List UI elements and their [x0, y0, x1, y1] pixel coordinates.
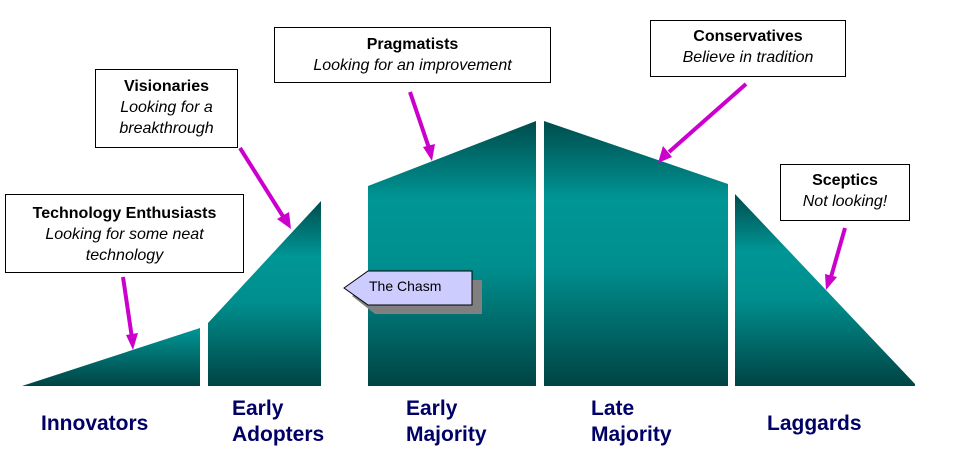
callout-title: Conservatives	[693, 28, 803, 45]
arrow-early-majority	[408, 91, 435, 161]
segment-laggards-shape	[735, 194, 915, 386]
segment-label-early-majority: Early Majority	[406, 396, 487, 448]
chasm-label: The Chasm	[369, 278, 442, 294]
segment-label-line: Majority	[591, 423, 672, 446]
arrow-innovators	[121, 276, 138, 350]
callout-title: Visionaries	[123, 78, 210, 95]
callout-subtitle: technology	[85, 247, 164, 264]
callout-subtitle: Looking for a	[120, 99, 213, 116]
callout-subtitle: breakthrough	[119, 120, 214, 137]
chasm-tag-body	[343, 270, 473, 306]
arrow-early-adopters	[238, 146, 291, 229]
segment-label-line: Late	[591, 397, 635, 420]
segment-label-innovators: Innovators	[41, 411, 148, 437]
arrow-laggards	[825, 227, 847, 290]
segment-early-majority-shape	[368, 121, 536, 386]
segment-label-late-majority: Late Majority	[591, 396, 672, 448]
segment-innovators-shape	[22, 328, 200, 386]
segment-label-line: Innovators	[41, 412, 149, 435]
segment-label-line: Early	[406, 397, 458, 420]
callout-conservatives: Conservatives Believe in tradition	[650, 20, 846, 77]
callout-technology-enthusiasts: Technology Enthusiasts Looking for some …	[5, 194, 244, 273]
segment-label-line: Adopters	[232, 423, 325, 446]
callout-title: Pragmatists	[366, 36, 459, 53]
callout-subtitle: Not looking!	[802, 193, 888, 210]
segment-label-early-adopters: Early Adopters	[232, 396, 324, 448]
segment-label-line: Majority	[406, 423, 487, 446]
segment-late-majority-shape	[544, 121, 728, 386]
arrow-late-majority	[658, 82, 748, 163]
callout-title: Sceptics	[812, 172, 878, 189]
segment-label-line: Laggards	[767, 412, 862, 435]
segment-label-laggards: Laggards	[767, 411, 862, 437]
segment-early-adopters-shape	[208, 201, 321, 386]
callout-title: Technology Enthusiasts	[32, 205, 217, 222]
callout-subtitle: Looking for some neat	[45, 226, 204, 243]
callout-subtitle: Looking for an improvement	[313, 57, 512, 74]
callout-sceptics: Sceptics Not looking!	[780, 164, 910, 221]
callout-subtitle: Believe in tradition	[682, 49, 814, 66]
callout-pragmatists: Pragmatists Looking for an improvement	[274, 27, 551, 83]
callout-visionaries: Visionaries Looking for a breakthrough	[95, 69, 238, 148]
chasm-tag	[343, 270, 482, 314]
segment-label-line: Early	[232, 397, 284, 420]
